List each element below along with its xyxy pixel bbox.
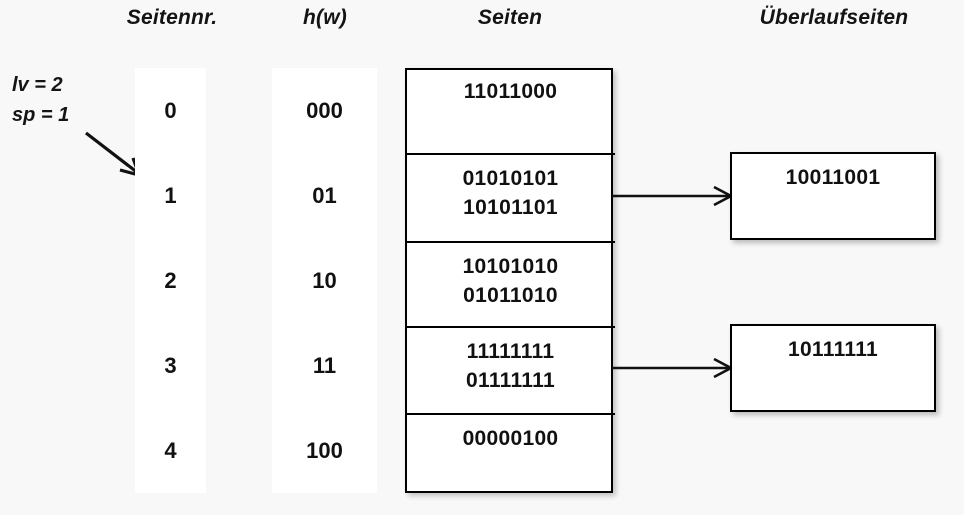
overflow-record: 10111111 xyxy=(787,338,879,361)
column-header-seitennr: Seitennr. xyxy=(126,6,218,29)
column-header-ueberlaufseiten: Überlaufseiten xyxy=(759,6,909,29)
hw-cell: 11 xyxy=(312,352,337,378)
hw-cell: 01 xyxy=(312,182,337,208)
seitennr-cell: 1 xyxy=(164,182,177,208)
page-record: 10101010 xyxy=(462,254,559,278)
page-cell: 11011000 xyxy=(406,68,615,155)
pages-table: 11011000 01010101 10101101 10101010 0101… xyxy=(405,68,615,495)
seitennr-cell: 2 xyxy=(164,267,177,293)
column-header-seiten: Seiten xyxy=(477,6,543,29)
parameter-sp: sp = 1 xyxy=(12,104,70,126)
column-header-hw: h(w) xyxy=(303,6,347,29)
page-record: 00000100 xyxy=(462,426,559,450)
page-cell: 11111111 01111111 xyxy=(406,328,615,415)
overflow-arrow-icon xyxy=(612,357,734,379)
page-record: 11011000 xyxy=(463,79,558,103)
hw-cell: 000 xyxy=(306,97,343,123)
seitennr-cell: 0 xyxy=(164,97,177,123)
page-record: 11111111 xyxy=(466,339,555,363)
seitennr-cell: 3 xyxy=(164,352,177,378)
page-cell: 10101010 01011010 xyxy=(406,243,615,328)
parameter-lv: lv = 2 xyxy=(12,74,63,96)
column-hash-value: 000 01 10 11 100 xyxy=(272,68,377,493)
overflow-arrow-icon xyxy=(612,185,734,207)
page-record: 01010101 xyxy=(462,166,559,190)
page-cell: 00000100 xyxy=(407,415,615,495)
page-record: 01111111 xyxy=(466,368,555,392)
parameter-annotation: lv = 2 sp = 1 xyxy=(12,70,69,130)
page-record: 10101101 xyxy=(463,195,558,219)
overflow-record: 10011001 xyxy=(785,166,881,189)
overflow-page-box: 10111111 xyxy=(730,324,936,412)
column-seitennr: 0 1 2 3 4 xyxy=(135,68,206,493)
page-cell: 01010101 10101101 xyxy=(406,155,615,243)
hw-cell: 10 xyxy=(312,267,337,293)
hw-cell: 100 xyxy=(306,437,343,463)
page-record: 01011010 xyxy=(463,283,558,307)
seitennr-cell: 4 xyxy=(164,437,177,463)
overflow-page-box: 10011001 xyxy=(730,152,936,240)
